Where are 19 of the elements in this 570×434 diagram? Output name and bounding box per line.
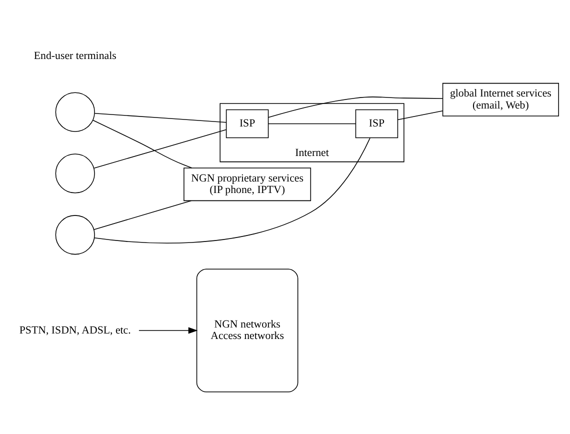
connector xyxy=(94,138,370,244)
node-circle xyxy=(55,154,95,194)
connector xyxy=(268,96,443,118)
node-box: NGN proprietary services (IP phone, IPTV) xyxy=(184,168,312,202)
node-box: ISP xyxy=(355,109,398,138)
connector xyxy=(397,110,444,120)
connector xyxy=(94,112,227,123)
node-box: NGN networks Access networks xyxy=(196,268,298,392)
node-text: PSTN, ISDN, ADSL, etc. xyxy=(19,324,131,336)
node-circle xyxy=(55,92,95,132)
node-box: ISP xyxy=(226,109,269,138)
connector xyxy=(92,120,192,168)
arrow xyxy=(138,327,198,334)
connector xyxy=(268,123,356,124)
node-circle xyxy=(55,215,95,255)
label: End-user terminals xyxy=(34,50,116,62)
connector xyxy=(93,200,192,230)
connector xyxy=(94,129,227,169)
node-box: global Internet services (email, Web) xyxy=(442,82,559,116)
